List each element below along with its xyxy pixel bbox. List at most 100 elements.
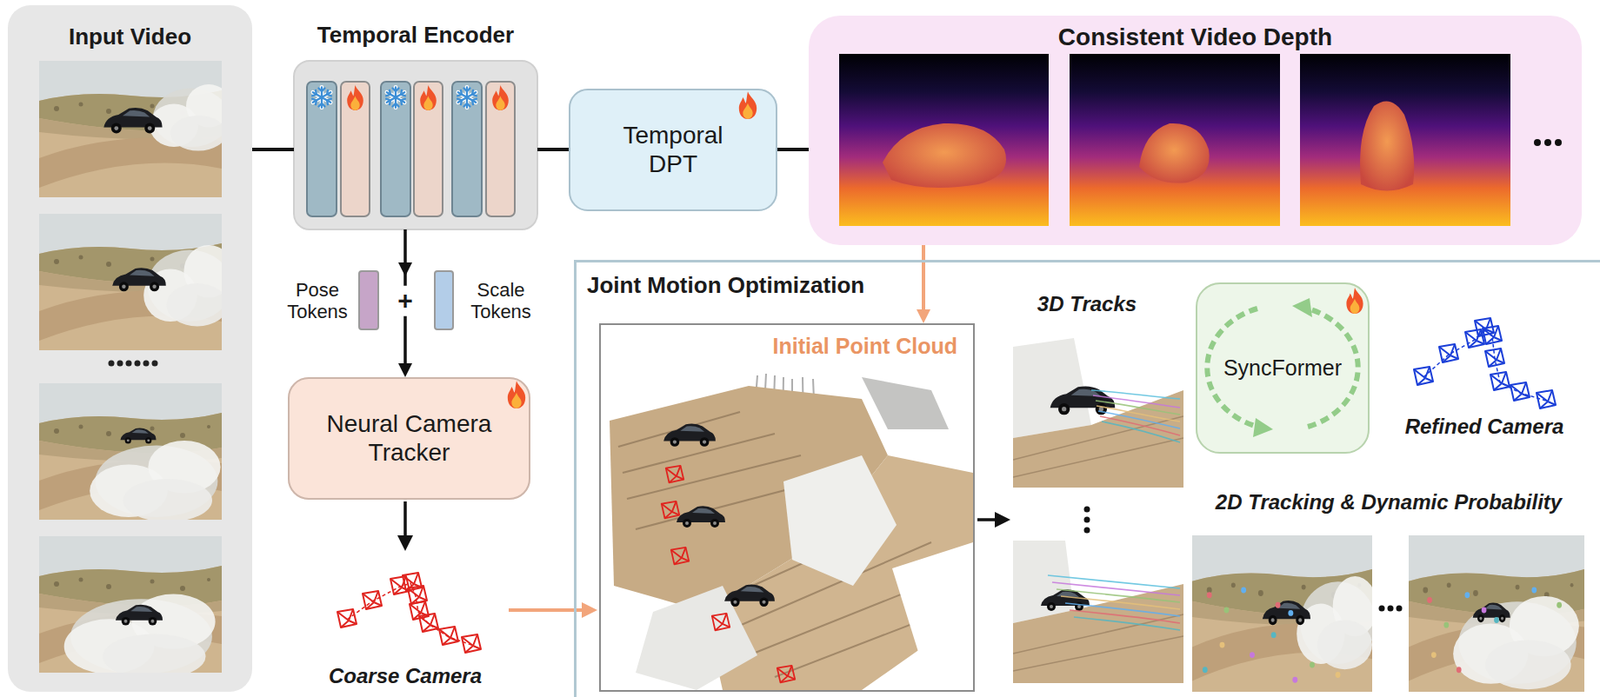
tracking-frame [1481, 607, 1487, 614]
label-anchor: Scale Tokens [466, 279, 536, 324]
tracking-frame [1262, 600, 1311, 626]
panel: Consistent Video Depth [808, 15, 1582, 246]
flow-arrow [403, 501, 407, 538]
tracking-frame [1202, 666, 1208, 674]
tracking-frame [1408, 535, 1585, 693]
point-cloud [661, 501, 680, 520]
ellipsis-dots [1396, 606, 1403, 613]
depth-map [1139, 123, 1210, 184]
ellipsis-dots [1084, 506, 1091, 514]
video-frame [120, 427, 156, 444]
tracking-frame [1443, 622, 1449, 629]
tracking-frame [1493, 617, 1500, 624]
encoder-block: Temporal Encoder [293, 22, 538, 230]
tracking-frame [1335, 672, 1341, 679]
coarse-camera-path [346, 583, 472, 646]
encoder-block [492, 85, 509, 111]
video-frame [39, 383, 222, 523]
ellipsis-dots [108, 360, 115, 367]
video-frame [39, 60, 232, 198]
tracker-fill [287, 377, 531, 500]
dpt-fill [739, 91, 757, 120]
ellipsis-dots [1544, 139, 1552, 147]
encoder-block [380, 81, 411, 217]
track-render [1060, 596, 1180, 610]
flow-arrow [397, 535, 414, 552]
ellipsis-dots [1379, 606, 1386, 613]
syncformer-fill [1195, 282, 1370, 454]
token-bars [434, 271, 454, 330]
dpt-fill [568, 88, 778, 212]
coarse-camera-path [419, 613, 439, 633]
arrowhead [398, 363, 413, 378]
tracking-frame [1456, 666, 1462, 674]
label-anchor: Pose Tokens [282, 279, 353, 324]
track-render [1013, 338, 1184, 488]
edge-label: + [393, 286, 418, 317]
depth-map [1069, 53, 1280, 227]
tracking-frame [1426, 597, 1433, 604]
dpt-fill [568, 88, 778, 212]
node-title: SyncFormer [1223, 355, 1342, 381]
flow-arrow [508, 608, 584, 613]
track-render [1013, 614, 1184, 672]
track-render [1091, 390, 1180, 443]
refined-camera-path [1485, 348, 1505, 367]
track-render [1050, 386, 1116, 415]
coarse-camera-path [337, 609, 357, 628]
point-cloud [661, 466, 795, 684]
coarse-camera-path [439, 626, 459, 646]
ellipsis-dots [1084, 527, 1091, 534]
encoder-block [457, 86, 477, 107]
tracking-frame [1240, 587, 1247, 594]
depth-panel [808, 15, 1582, 246]
region: Joint Motion OptimizationInitial Point C… [573, 260, 1600, 697]
encoder-block [306, 81, 337, 217]
connector-line [921, 245, 926, 312]
depth-map [882, 123, 1007, 188]
encoder-block [312, 86, 332, 107]
video-frame [103, 107, 162, 134]
point-cloud [676, 506, 726, 528]
tracking-frame [1202, 587, 1341, 684]
track-render [1013, 416, 1184, 478]
connector [916, 245, 931, 324]
tracking-frame [1192, 535, 1378, 693]
point-cloud [609, 373, 974, 691]
ellipsis-dots [1533, 139, 1541, 147]
caption-label: 3D Tracks [1037, 292, 1137, 317]
track-render [1013, 540, 1074, 624]
video-frame [115, 605, 163, 627]
process-box: SyncFormer [1195, 282, 1370, 454]
flow-arrow [977, 518, 997, 522]
tracking-frame [1206, 592, 1213, 599]
refined-camera-path [1439, 344, 1459, 363]
process-box: Temporal DPT [568, 88, 778, 212]
point-cloud [724, 584, 775, 607]
syncformer-fill [1346, 287, 1363, 314]
tracking-frame [1287, 610, 1294, 617]
label-anchor: Coarse Camera [328, 664, 482, 689]
token-label: Scale Tokens [466, 279, 536, 324]
track-render [1052, 582, 1180, 596]
caption-label: Coarse Camera [328, 664, 482, 689]
process-box: Neural Camera Tracker [287, 377, 531, 500]
ellipsis-dots [117, 360, 124, 367]
label-anchor: 2D Tracking & Dynamic Probability [1215, 490, 1562, 515]
arrowhead [398, 262, 413, 277]
input-video-panel [7, 5, 253, 693]
point-cloud [663, 424, 716, 447]
connector-line [252, 147, 294, 152]
depth-map [1300, 53, 1511, 227]
video-frame [112, 267, 167, 292]
tracking-frame [1464, 592, 1470, 599]
refined-camera-path [1510, 382, 1530, 401]
connector [252, 149, 294, 151]
track-render [1069, 610, 1180, 624]
track-render [1065, 603, 1180, 617]
node-title: Temporal Encoder [317, 22, 514, 49]
track-render [1013, 584, 1184, 684]
point-cloud [892, 542, 974, 667]
flow-arrow [581, 602, 598, 619]
